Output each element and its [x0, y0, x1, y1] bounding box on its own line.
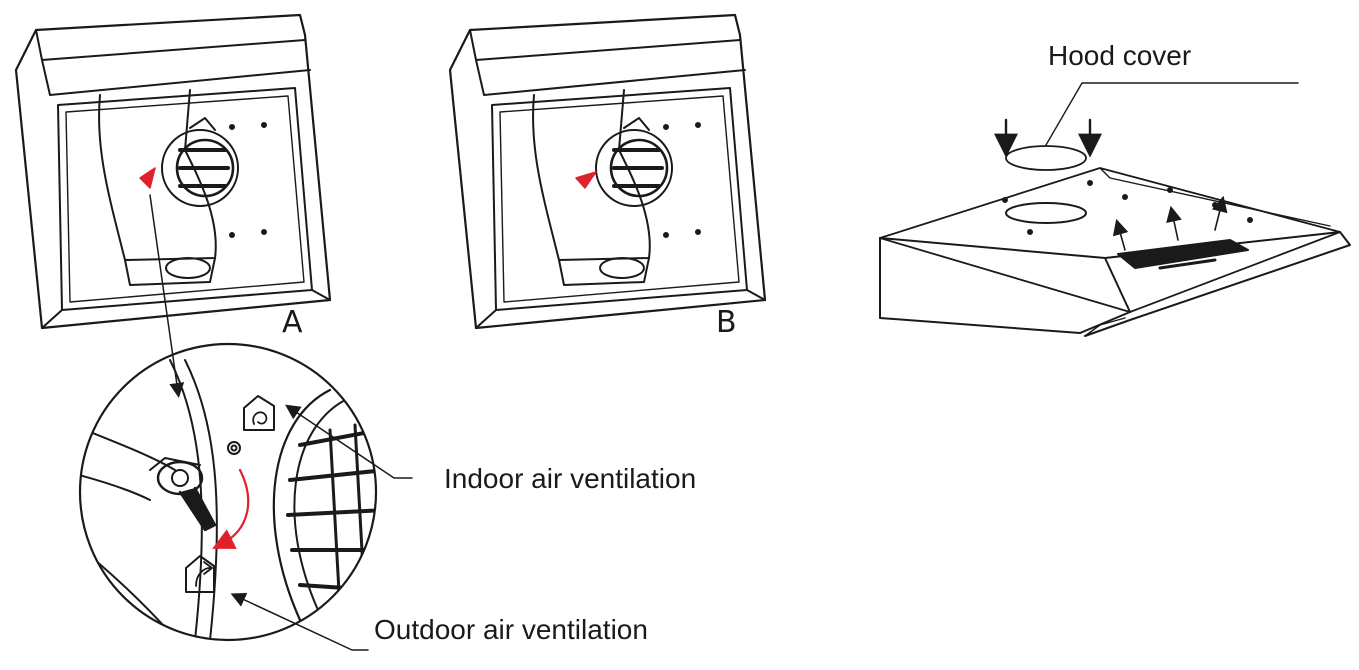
rotation-arrow-icon: [212, 468, 250, 549]
panel-b-label: B: [716, 305, 737, 340]
panel-a-label: A: [282, 305, 303, 340]
magnified-detail: [78, 342, 378, 642]
indoor-air-label: Indoor air ventilation: [444, 463, 697, 494]
hood-panel-a: [14, 13, 332, 330]
hood-cover-view: [879, 82, 1351, 337]
indoor-ventilation-icon: [243, 395, 275, 431]
zoom-leader-line: [149, 194, 185, 398]
outdoor-air-label: Outdoor air ventilation: [374, 614, 648, 645]
hood-cover-ring: [1005, 145, 1087, 171]
hood-panel-b: [448, 13, 767, 330]
outdoor-leader-line: [230, 592, 369, 651]
indoor-leader-line: [285, 404, 413, 479]
hood-cover-leader: [1045, 82, 1299, 146]
hood-cover-label: Hood cover: [1048, 40, 1192, 71]
outdoor-ventilation-icon: [185, 555, 215, 593]
